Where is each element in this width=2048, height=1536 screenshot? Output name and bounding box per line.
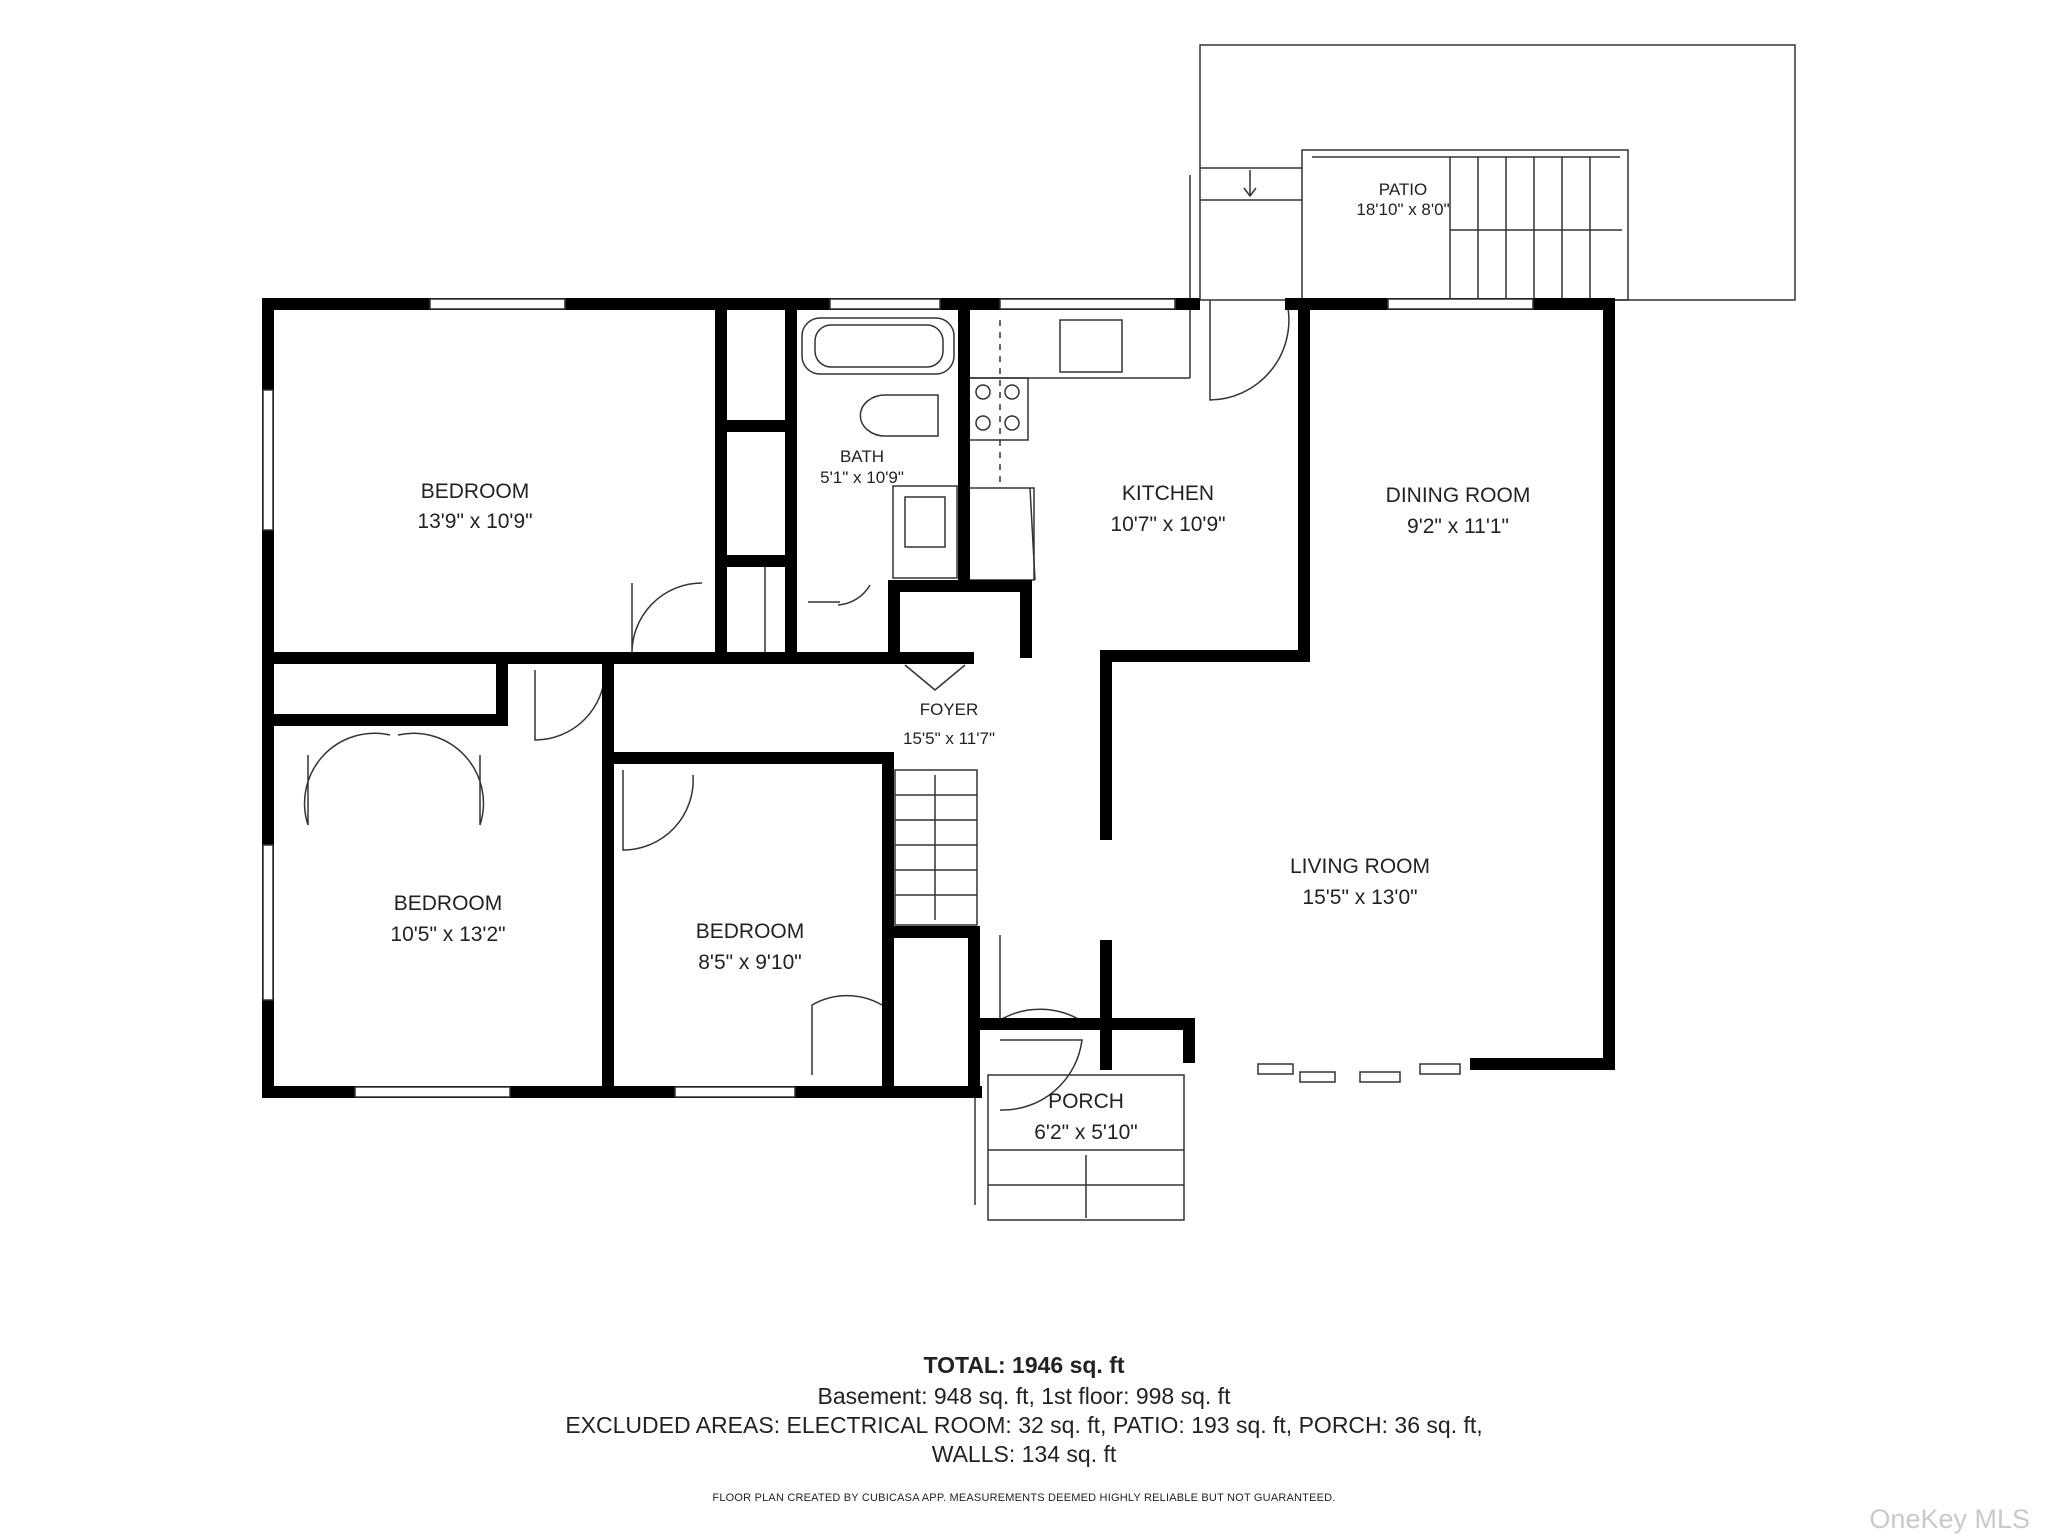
kitchen-cabinet (967, 487, 1035, 581)
foyer-stairs (894, 769, 978, 926)
door-closet (811, 994, 883, 1075)
room-dims: 9'2" x 11'1" (1407, 515, 1509, 538)
bath-vanity (892, 485, 958, 579)
room-dims: 15'5" x 13'0" (1302, 886, 1417, 909)
deck-outline (1199, 44, 1796, 301)
porch-steps (974, 1074, 1185, 1221)
room-dims: 18'10" x 8'0" (1356, 200, 1449, 219)
toilet (859, 394, 939, 437)
door-patio (1209, 300, 1290, 401)
closet-bifold (303, 732, 485, 826)
door-front (999, 935, 1081, 1022)
watermark: OneKey MLS (1869, 1504, 2030, 1534)
room-name: PORCH (1048, 1090, 1124, 1113)
door-bedroom2 (534, 669, 606, 741)
room-name: BEDROOM (394, 892, 503, 915)
windows (262, 298, 1534, 1098)
room-dims: 13'9" x 10'9" (417, 510, 532, 533)
room-name: LIVING ROOM (1290, 855, 1430, 878)
door-bath (808, 584, 871, 606)
door-bedroom1 (631, 582, 703, 656)
room-name: PATIO (1379, 180, 1428, 199)
door-porch (999, 1039, 1083, 1111)
room-name: KITCHEN (1122, 482, 1214, 505)
room-name: FOYER (920, 700, 979, 719)
kitchen-sink (1059, 319, 1123, 373)
floor-plan: BEDROOM 13'9" x 10'9" BATH 5'1" x 10'9" … (262, 44, 1796, 1221)
walls-area: WALLS: 134 sq. ft (931, 1441, 1117, 1467)
room-dims: 15'5" x 11'7" (903, 729, 995, 748)
patio-outline (1301, 149, 1629, 301)
room-dims: 5'1" x 10'9" (820, 468, 904, 487)
room-name: DINING ROOM (1386, 484, 1531, 507)
area-breakdown: Basement: 948 sq. ft, 1st floor: 998 sq.… (817, 1383, 1231, 1409)
disclaimer: FLOOR PLAN CREATED BY CUBICASA APP. MEAS… (712, 1492, 1336, 1504)
room-dims: 6'2" x 5'10" (1034, 1121, 1138, 1144)
room-dims: 8'5" x 9'10" (698, 951, 802, 974)
room-dims: 10'7" x 10'9" (1110, 513, 1225, 536)
door-bedroom3 (622, 770, 694, 851)
total-area: TOTAL: 1946 sq. ft (923, 1352, 1125, 1378)
room-name: BEDROOM (421, 480, 530, 503)
bathtub (801, 317, 955, 375)
excluded-areas: EXCLUDED AREAS: ELECTRICAL ROOM: 32 sq. … (565, 1412, 1483, 1438)
room-dims: 10'5" x 13'2" (390, 923, 505, 946)
foyer-door (904, 664, 966, 691)
room-labels: BEDROOM 13'9" x 10'9" BATH 5'1" x 10'9" … (390, 180, 1530, 1144)
room-name: BEDROOM (696, 920, 805, 943)
room-name: BATH (840, 447, 884, 466)
patio-stairs (1449, 157, 1622, 300)
